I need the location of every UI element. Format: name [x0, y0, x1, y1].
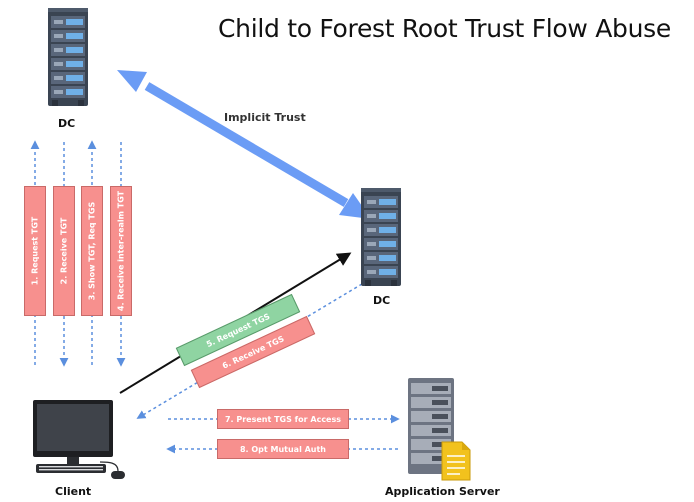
step-1-label: 1. Request TGT [30, 216, 40, 286]
application-server-label: Application Server [385, 485, 500, 498]
child-dc-server-icon [361, 188, 401, 286]
step-4-box: 4. Receive inter-realm TGT [110, 186, 132, 316]
step-6-arrow [136, 283, 363, 419]
step-2-box: 2. Receive TGT [53, 186, 75, 316]
step-8-box: 8. Opt Mutual Auth [217, 439, 349, 459]
step-4-label: 4. Receive inter-realm TGT [116, 190, 126, 312]
step-1-box: 1. Request TGT [24, 186, 46, 316]
client-label: Client [55, 485, 92, 498]
implicit-trust-arrow [117, 70, 371, 219]
step-7-box: 7. Present TGS for Access [217, 409, 349, 429]
step-8-label: 8. Opt Mutual Auth [239, 444, 327, 454]
root-dc-label: DC [58, 117, 76, 130]
step-3-label: 3. Show TGT, Req TGS [87, 201, 97, 301]
child-dc-label: DC [373, 294, 391, 307]
diagram-title: Child to Forest Root Trust Flow Abuse [218, 14, 671, 43]
step-3-box: 3. Show TGT, Req TGS [81, 186, 103, 316]
implicit-trust-label: Implicit Trust [224, 111, 306, 124]
client-desktop-icon [33, 400, 125, 479]
root-dc-server-icon [48, 8, 88, 106]
step-2-label: 2. Receive TGT [59, 217, 69, 285]
step-7-label: 7. Present TGS for Access [224, 414, 342, 424]
document-icon [441, 441, 471, 481]
